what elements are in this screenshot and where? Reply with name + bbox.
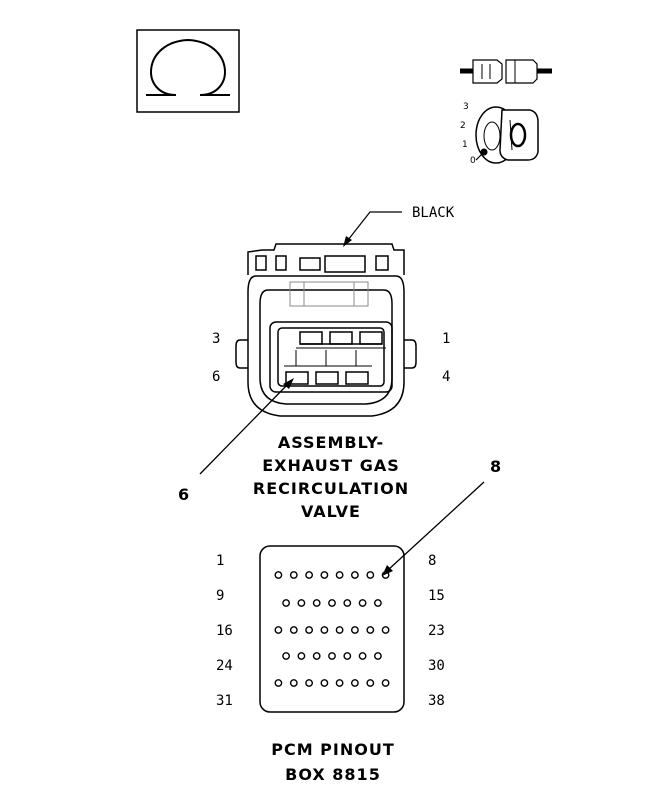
pcm-left-label-16: 16: [216, 623, 233, 639]
pcm-pin: [282, 652, 290, 660]
pcm-pin: [320, 626, 329, 634]
egr-title-line-4: VALVE: [301, 502, 361, 521]
pcm-pin: [289, 679, 298, 687]
pcm-left-label-24: 24: [216, 658, 233, 674]
callout-8-label: 8: [490, 457, 501, 476]
connector-pin-6-label: 6: [212, 369, 220, 385]
pcm-title-line-1: PCM PINOUT: [271, 740, 395, 759]
key-position-2: 2: [460, 121, 466, 131]
egr-title-line-2: EXHAUST GAS: [262, 456, 400, 475]
pcm-pin: [274, 679, 283, 687]
pcm-pin: [297, 652, 306, 660]
omega-terminal-symbol: [136, 29, 240, 113]
pcm-pin: [289, 571, 298, 579]
pcm-pin: [343, 599, 352, 607]
connector-pin-4-label: 4: [442, 369, 450, 385]
pcm-pin: [350, 679, 359, 687]
pcm-title-line-2: BOX 8815: [285, 765, 381, 784]
pcm-pin: [381, 679, 390, 687]
pcm-pin: [373, 599, 382, 607]
pcm-pin: [328, 599, 336, 607]
egr-connector-face: [235, 243, 417, 417]
pcm-pin: [366, 679, 375, 687]
pcm-left-label-1: 1: [216, 553, 224, 569]
pcm-pin: [312, 599, 321, 607]
key-position-3: 3: [463, 102, 469, 112]
pcm-right-label-8: 8: [428, 553, 436, 569]
pcm-right-label-23: 23: [428, 623, 445, 639]
pcm-pin: [350, 571, 359, 579]
pcm-left-label-31: 31: [216, 693, 233, 709]
pcm-pinout-box: [259, 545, 405, 713]
pcm-pin: [350, 626, 359, 634]
pcm-pin: [320, 679, 329, 687]
pcm-right-label-15: 15: [428, 588, 445, 604]
pcm-pin: [297, 599, 306, 607]
pcm-pin-grid: [274, 571, 390, 687]
pcm-pin: [358, 652, 367, 660]
key-position-1: 1: [462, 140, 468, 150]
pcm-right-label-38: 38: [428, 693, 445, 709]
callout-8-leader: [382, 481, 485, 576]
pcm-pin: [366, 626, 375, 634]
pcm-pin: [274, 571, 283, 579]
key-position-0: 0: [470, 156, 476, 166]
pcm-pin: [358, 599, 367, 607]
color-leader-line: [343, 211, 402, 247]
pcm-pin: [381, 626, 390, 634]
pcm-pin: [335, 626, 344, 634]
egr-title-line-1: ASSEMBLY-: [278, 433, 384, 452]
pcm-pin: [305, 626, 313, 634]
pcm-pin: [373, 652, 382, 660]
connector-pin-1-label: 1: [442, 331, 450, 347]
pcm-pin: [366, 571, 375, 579]
pcm-pin: [335, 679, 344, 687]
pcm-pin: [320, 571, 329, 579]
pcm-pin: [282, 599, 290, 607]
pcm-pin: [335, 571, 344, 579]
pcm-pin: [305, 571, 313, 579]
pcm-pin: [343, 652, 352, 660]
connector-color-label: BLACK: [412, 205, 455, 221]
pcm-pin: [312, 652, 321, 660]
egr-title-line-3: RECIRCULATION: [253, 479, 409, 498]
pcm-pin: [305, 679, 313, 687]
ignition-key-icon: [460, 59, 552, 164]
callout-6-label: 6: [178, 485, 189, 504]
pcm-pin: [289, 626, 298, 634]
pcm-pin: [328, 652, 336, 660]
pcm-left-label-9: 9: [216, 588, 224, 604]
pcm-pin: [274, 626, 283, 634]
callout-6-leader: [199, 378, 294, 475]
pcm-right-label-30: 30: [428, 658, 445, 674]
connector-pin-3-label: 3: [212, 331, 220, 347]
